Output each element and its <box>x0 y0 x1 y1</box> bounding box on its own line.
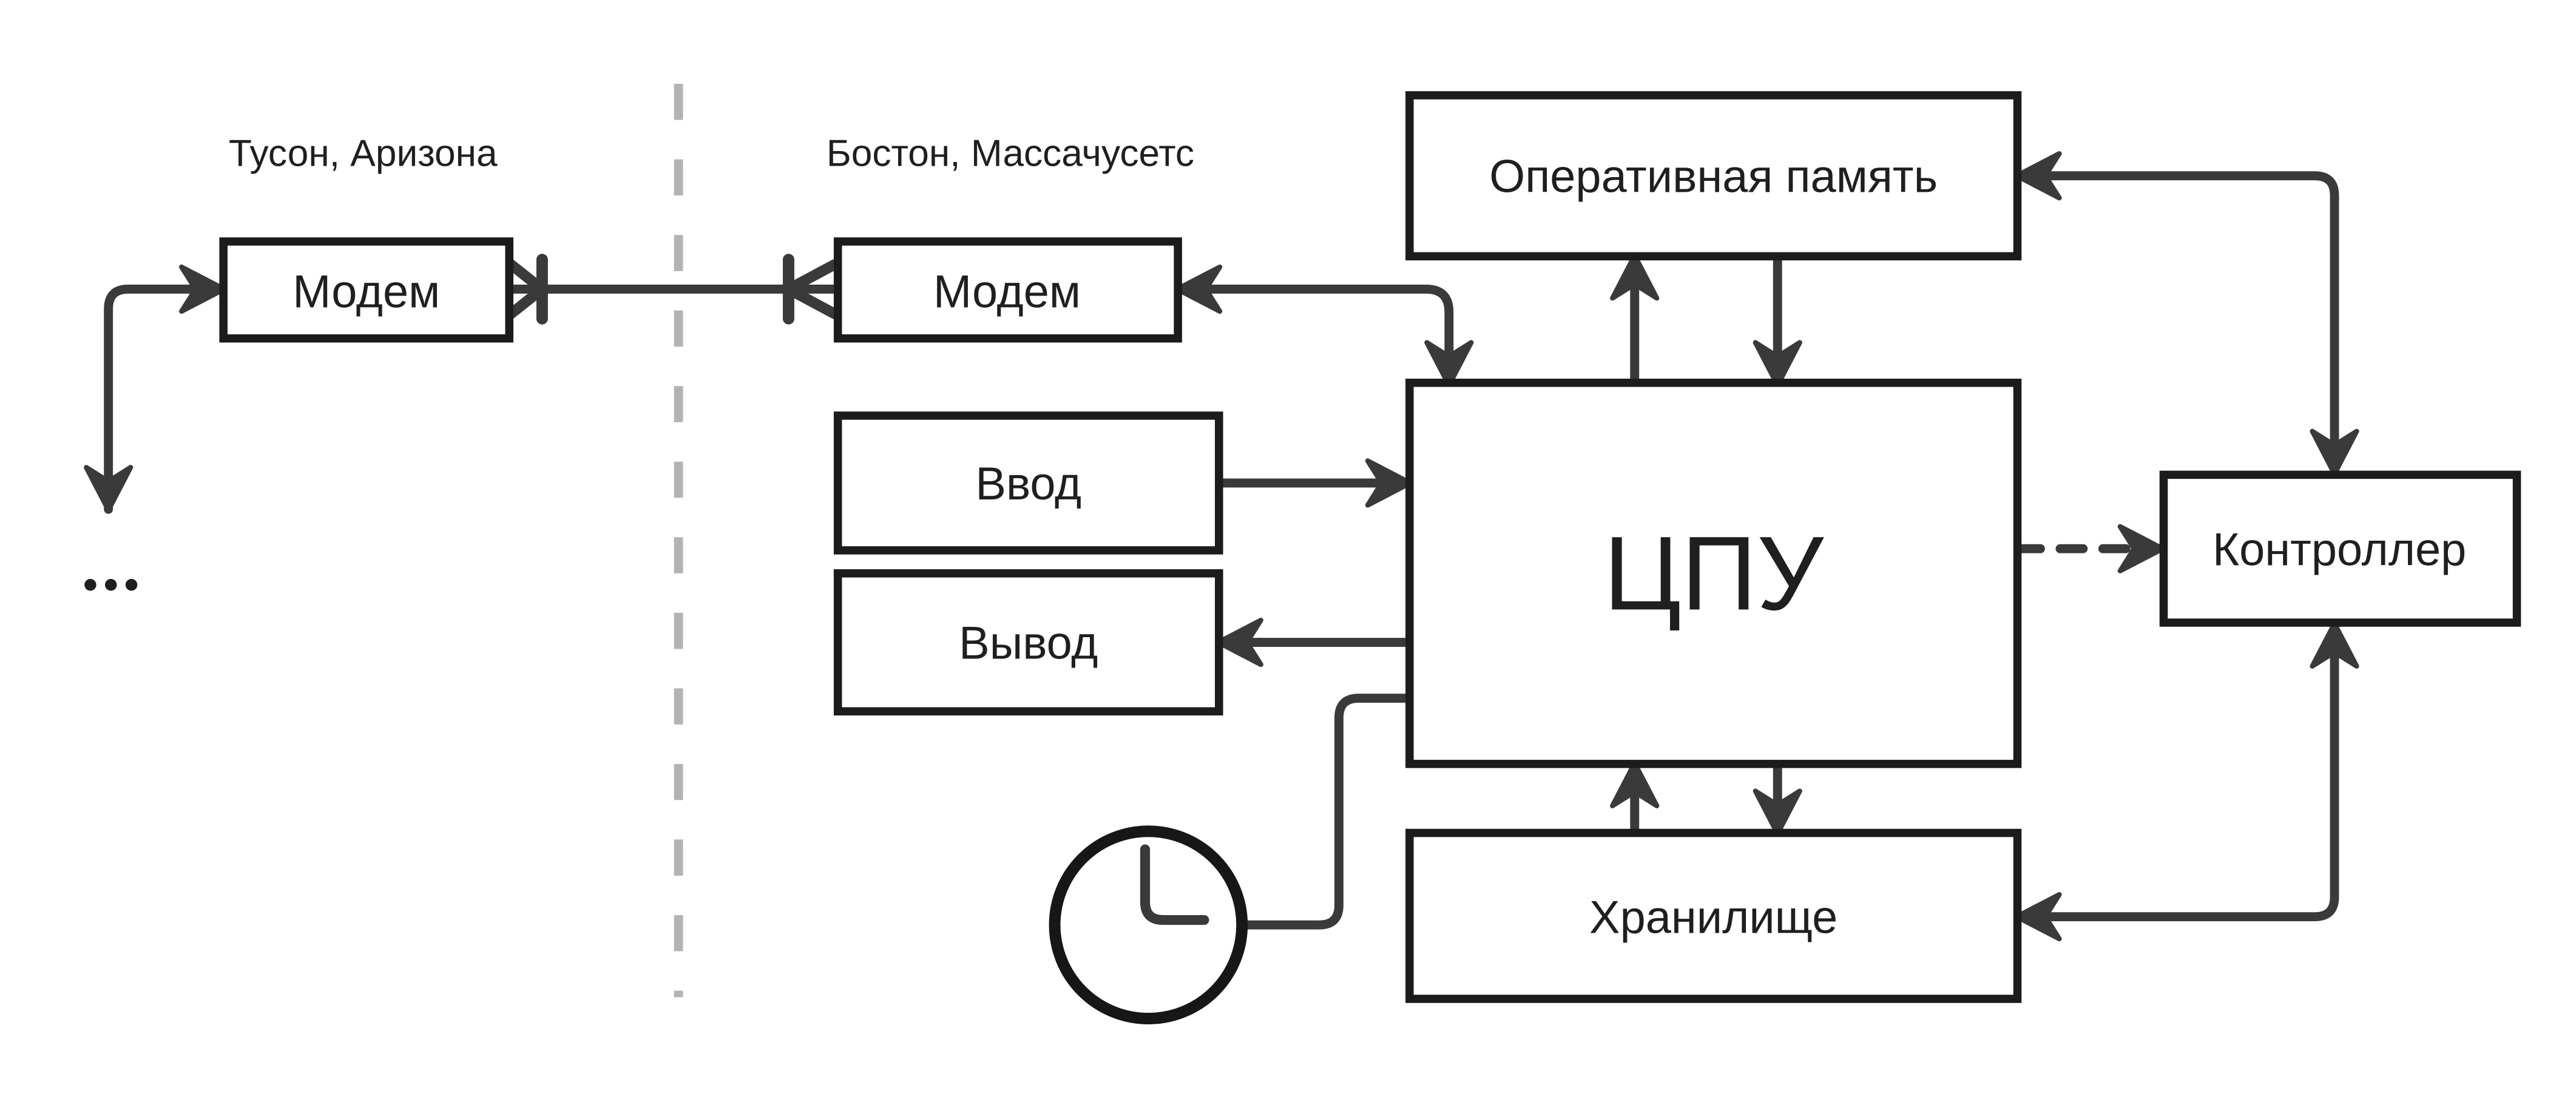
node-ram: Оперативная память <box>1405 91 2022 261</box>
node-controller: Контроллер <box>2159 470 2521 627</box>
edge-modem-link <box>504 254 843 325</box>
node-input: Ввод <box>833 411 1223 555</box>
node-output: Вывод <box>833 569 1223 716</box>
node-storage: Хранилище <box>1405 828 2022 1003</box>
edge-modem-cpu <box>1173 264 1474 389</box>
clock-connector <box>1236 694 1415 930</box>
clock-icon <box>1049 825 1248 1024</box>
node-modem-left: Модем <box>219 237 514 343</box>
modem-left-label: Модем <box>292 266 440 317</box>
modem-right-box <box>833 237 1182 343</box>
input-label: Ввод <box>975 458 1081 510</box>
clock-face <box>1049 825 1248 1024</box>
ellipsis-dot <box>125 579 138 591</box>
node-modem-right: Модем <box>833 237 1182 343</box>
modem-left-box <box>219 237 514 343</box>
ellipsis-dot <box>84 579 96 591</box>
ellipsis-dot <box>105 579 117 591</box>
storage-label: Хранилище <box>1589 892 1837 944</box>
edge-controller-storage <box>2013 620 2359 942</box>
region-label-boston: Бостон, Массачусетс <box>827 132 1194 174</box>
controller-box <box>2159 470 2521 627</box>
output-label: Вывод <box>959 618 1098 669</box>
cpu-box <box>1405 379 2022 768</box>
storage-box <box>1405 828 2022 1003</box>
edge-other-modems-modem-left <box>84 264 228 514</box>
input-box <box>833 411 1223 555</box>
cpu-label: ЦПУ <box>1603 514 1824 632</box>
node-cpu: ЦПУ <box>1405 379 2022 768</box>
modem-right-label: Модем <box>933 266 1081 317</box>
ram-box <box>1405 91 2022 261</box>
edge-ram-controller <box>2013 151 2359 478</box>
region-label-tucson: Тусон, Аризона <box>229 132 498 174</box>
ram-label: Оперативная память <box>1489 151 1938 203</box>
clock-hands <box>1140 844 1209 925</box>
ellipsis-dots <box>84 579 138 591</box>
controller-label: Контроллер <box>2213 524 2466 575</box>
output-box <box>833 569 1223 716</box>
